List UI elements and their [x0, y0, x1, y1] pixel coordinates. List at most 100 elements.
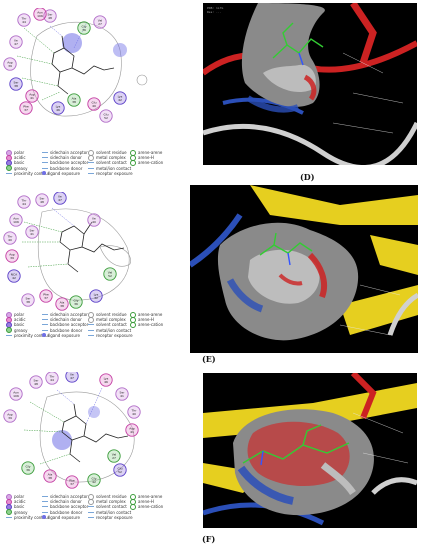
legend-item: backbone donor	[42, 166, 88, 171]
legend-label: backbone donor	[50, 165, 83, 171]
legend-label: greasy	[14, 509, 28, 515]
residue-label: 39	[10, 256, 14, 260]
legend-label: proximity contour	[14, 514, 50, 520]
legend-item: arene-cation	[130, 321, 164, 328]
legend-swatch	[6, 327, 12, 334]
legend-label: proximity contour	[14, 332, 50, 338]
residue-label: 48	[40, 200, 44, 204]
legend-label: arene-cation	[138, 322, 164, 328]
legend-label: arene-H	[138, 155, 154, 161]
legend-label: arene-cation	[138, 504, 164, 510]
legend-swatch	[130, 503, 136, 510]
residue-label: 52	[104, 116, 108, 120]
residue-label: 40	[92, 104, 96, 108]
legend-label: sidechain donor	[50, 317, 82, 323]
residue-label: 37	[24, 108, 28, 112]
legend-label: backbone donor	[50, 509, 83, 515]
hud-text-top: PDB: 1L7G Res: ...	[207, 6, 224, 14]
residue-label: 42	[92, 480, 96, 484]
residue-label: Ala	[60, 301, 65, 305]
residue-label: Ser	[40, 197, 46, 201]
legend-item: sidechain donor	[42, 499, 88, 504]
legend-label: proximity contour	[14, 170, 50, 176]
legend-item: metal complex	[88, 316, 133, 323]
legend-item: receptor exposure	[88, 515, 133, 520]
legend-label: arene-cation	[138, 160, 164, 166]
residue-label: Gly	[74, 299, 79, 303]
legend-swatch	[88, 167, 94, 169]
legend-label: acidic	[14, 499, 26, 505]
residue-label: 38	[72, 100, 76, 104]
residue-label: 38	[60, 304, 64, 308]
residue-label: 44	[22, 202, 26, 206]
residue-label: 52	[118, 470, 122, 474]
legend-label: metal/ion contact	[96, 327, 132, 333]
legend-item: proximity contour	[6, 333, 50, 338]
residue-label: 40	[92, 220, 96, 224]
render-panel-top: PDB: 1L7G Res: ...	[203, 3, 417, 165]
residue-label: 27	[112, 456, 116, 460]
legend-swatch	[42, 329, 48, 331]
residue-label: Ile	[92, 217, 96, 221]
legend-label: solvent contact	[96, 160, 127, 166]
residue-label: 39	[8, 416, 12, 420]
residue-label: 38	[14, 84, 18, 88]
residue-label: 37	[70, 482, 74, 486]
legend-item: arene-cation	[130, 159, 164, 166]
residue-label: 42	[12, 276, 16, 280]
legend-label: sidechain acceptor	[50, 312, 88, 317]
legend-label: metal complex	[96, 317, 126, 323]
legend-swatch	[42, 511, 48, 513]
residue-label: Phe	[23, 105, 29, 109]
legend-label: backbone acceptor	[50, 504, 89, 510]
legend-item: greasy	[6, 327, 50, 334]
legend-item: proximity contour	[6, 171, 50, 176]
legend-swatch	[42, 171, 46, 176]
residue-label: Glu	[117, 467, 122, 471]
legend-swatch	[88, 172, 94, 174]
legend-label: sidechain acceptor	[50, 494, 88, 499]
residue-label: 36	[82, 28, 86, 32]
residue-label: 47	[70, 376, 74, 380]
residue-label: Lys	[56, 105, 61, 109]
legend-swatch	[42, 496, 48, 498]
legend-item: receptor exposure	[88, 171, 133, 176]
legend-item: greasy	[6, 509, 50, 516]
legend-label: polar	[14, 494, 25, 499]
legend-swatch	[42, 314, 48, 316]
residue-label: 42	[118, 98, 122, 102]
residue-label: 36	[74, 302, 78, 306]
residue-label: Ile	[58, 195, 62, 199]
legend-label: greasy	[14, 165, 28, 171]
legend-item: backbone donor	[42, 328, 88, 333]
residue-label: Glu	[103, 113, 108, 117]
residue-label: Asp	[29, 93, 35, 97]
legend-label: solvent residue	[96, 494, 127, 499]
residue-label: Ala	[48, 473, 53, 477]
residue-layer-middle: Thr44Ser48Ile47Asn106Thr40Ser41Asp39NCA4…	[3, 192, 117, 311]
legend-label: acidic	[14, 155, 26, 161]
